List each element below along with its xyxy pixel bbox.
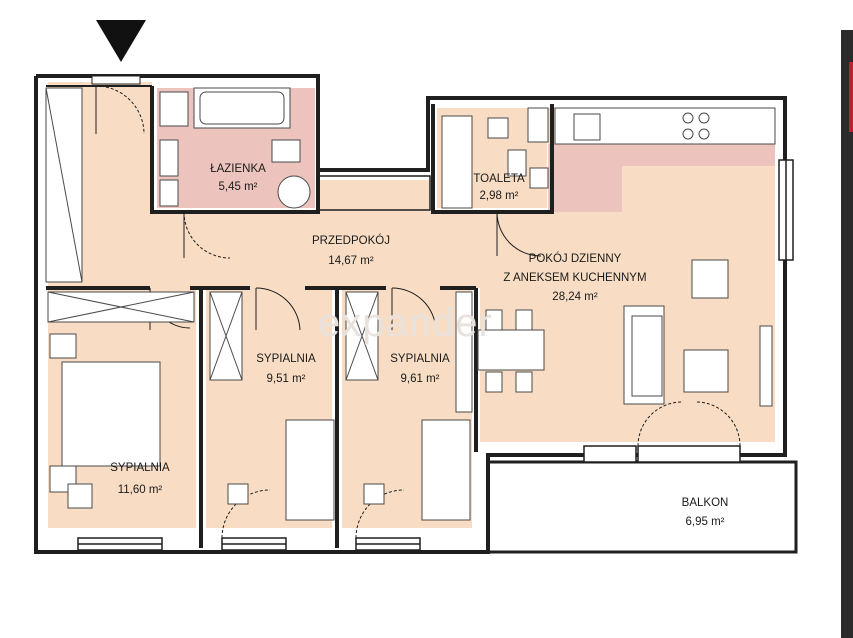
room-name-sypialnia-1: SYPIALNIA	[256, 353, 316, 365]
room-name-sypialnia-3: SYPIALNIA	[110, 462, 170, 474]
walls	[34, 74, 798, 554]
right-edge-bar	[841, 30, 853, 638]
furniture	[45, 87, 776, 521]
room-name-przedpokoj: PRZEDPOKÓJ	[312, 234, 390, 247]
room-name-pokoj-dzienny-line2: Z ANEKSEM KUCHENNYM	[503, 272, 646, 284]
room-area-sypialnia-1: 9,51 m²	[267, 373, 306, 385]
room-area-przedpokoj: 14,67 m²	[328, 255, 374, 267]
room-name-toaleta: TOALETA	[473, 173, 525, 185]
down-triangle-icon	[96, 20, 146, 62]
right-edge-accent	[849, 62, 853, 132]
room-area-sypialnia-2: 9,61 m²	[401, 373, 440, 385]
room-name-sypialnia-2: SYPIALNIA	[390, 353, 450, 365]
room-name-lazienka: ŁAZIENKA	[210, 163, 266, 175]
room-name-pokoj-dzienny-line1: POKÓJ DZIENNY	[529, 252, 622, 265]
room-area-pokoj-dzienny: 28,24 m²	[552, 291, 598, 303]
room-area-lazienka: 5,45 m²	[219, 181, 258, 193]
room-area-sypialnia-3: 11,60 m²	[118, 484, 163, 496]
room-area-toaleta: 2,98 m²	[480, 190, 519, 202]
watermark: expander	[318, 301, 493, 345]
windows	[77, 159, 794, 551]
room-area-balkon: 6,95 m²	[686, 516, 725, 528]
room-labels: ŁAZIENKA 5,45 m² TOALETA 2,98 m² PRZEDPO…	[110, 163, 728, 528]
room-name-balkon: BALKON	[682, 497, 729, 509]
